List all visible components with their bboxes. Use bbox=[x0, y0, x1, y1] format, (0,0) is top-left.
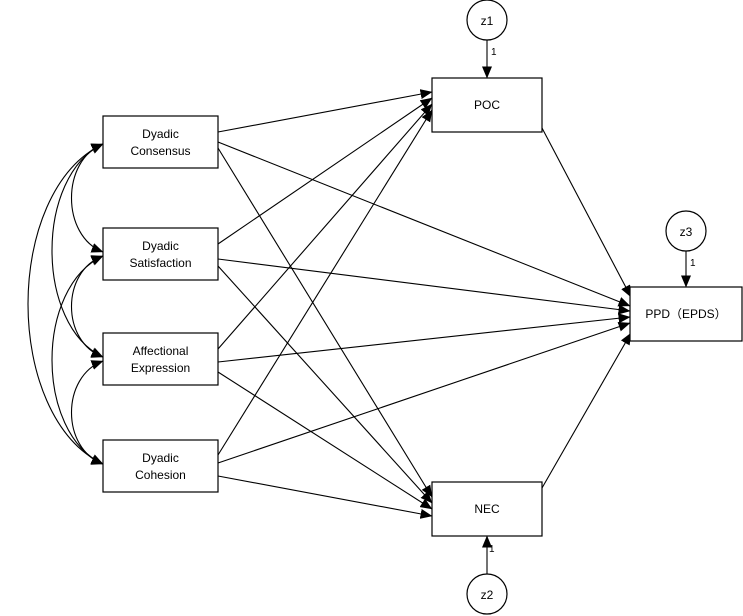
node-dyadic-satisfaction: Dyadic Satisfaction bbox=[102, 227, 219, 281]
node-nec: NEC bbox=[431, 481, 543, 537]
node-dyadic-cohesion: Dyadic Cohesion bbox=[102, 439, 219, 493]
path-dyadic-satisfaction-to-nec bbox=[217, 265, 433, 504]
path-nec-to-ppd bbox=[541, 332, 632, 489]
path-dyadic-consensus-to-ppd bbox=[217, 141, 631, 307]
path-dyadic-satisfaction-to-ppd bbox=[217, 258, 631, 315]
node-dyadic-cohesion-line2: Cohesion bbox=[135, 468, 186, 482]
covariance-affectional-expression-dyadic-cohesion bbox=[71, 360, 104, 465]
path-dyadic-cohesion-to-poc bbox=[217, 109, 433, 456]
path-dyadic-consensus-to-nec bbox=[217, 147, 433, 498]
error-z2: z2 1 bbox=[466, 544, 508, 615]
path-affectional-expression-to-nec bbox=[217, 371, 433, 510]
node-affectional-expression: Affectional Expression bbox=[102, 332, 219, 386]
path-dyadic-cohesion-to-nec bbox=[217, 475, 433, 519]
node-dyadic-satisfaction-line1: Dyadic bbox=[142, 239, 179, 253]
covariance-dyadic-satisfaction-affectional-expression bbox=[71, 255, 104, 358]
path-affectional-expression-to-poc bbox=[217, 103, 433, 350]
error-z2-label: z2 bbox=[481, 588, 494, 602]
node-ppd-label: PPD（EPDS） bbox=[645, 307, 726, 321]
node-ppd: PPD（EPDS） bbox=[629, 286, 743, 342]
error-z1-weight: 1 bbox=[491, 47, 497, 58]
error-z2-weight: 1 bbox=[489, 544, 495, 555]
node-dyadic-consensus: Dyadic Consensus bbox=[102, 115, 219, 169]
path-poc-to-ppd bbox=[541, 127, 632, 298]
path-layer bbox=[217, 89, 632, 519]
node-dyadic-satisfaction-line2: Satisfaction bbox=[129, 256, 191, 270]
covariance-layer bbox=[27, 143, 104, 465]
node-nec-label: NEC bbox=[474, 502, 500, 516]
path-dyadic-satisfaction-to-poc bbox=[217, 97, 433, 245]
path-affectional-expression-to-ppd bbox=[217, 313, 631, 363]
error-z3-label: z3 bbox=[680, 225, 693, 239]
error-z3-weight: 1 bbox=[690, 258, 696, 269]
error-edge-layer bbox=[482, 40, 691, 574]
node-affectional-expression-line1: Affectional bbox=[133, 344, 189, 358]
covariance-dyadic-consensus-dyadic-cohesion bbox=[27, 143, 104, 465]
node-poc-label: POC bbox=[474, 98, 500, 112]
covariance-dyadic-satisfaction-dyadic-cohesion bbox=[51, 255, 104, 465]
error-z1-label: z1 bbox=[481, 14, 494, 28]
node-dyadic-consensus-line2: Consensus bbox=[130, 144, 190, 158]
node-dyadic-cohesion-line1: Dyadic bbox=[142, 451, 179, 465]
node-dyadic-consensus-line1: Dyadic bbox=[142, 127, 179, 141]
node-affectional-expression-line2: Expression bbox=[131, 361, 190, 375]
path-dyadic-consensus-to-poc bbox=[217, 89, 433, 133]
error-z1: z1 1 bbox=[466, 0, 508, 58]
covariance-dyadic-consensus-affectional-expression bbox=[51, 143, 104, 358]
path-dyadic-cohesion-to-ppd bbox=[217, 321, 631, 464]
node-poc: POC bbox=[431, 77, 543, 133]
error-z3: z3 1 bbox=[665, 210, 707, 269]
covariance-dyadic-consensus-dyadic-satisfaction bbox=[71, 143, 104, 253]
